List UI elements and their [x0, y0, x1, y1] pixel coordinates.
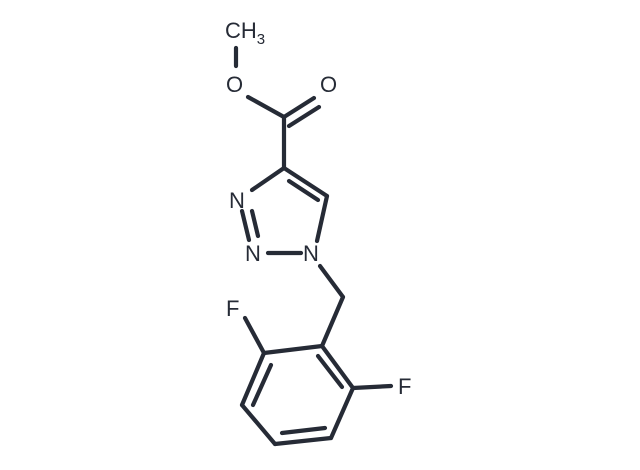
bond-n3-c4 [249, 165, 287, 193]
bond-c5-n1 [314, 193, 330, 244]
bond-n2-n3-b [249, 208, 261, 239]
bond-bz-c6-c1 [319, 343, 356, 391]
fluorine-right-label: F [398, 374, 411, 399]
ring-n3-label: N [229, 188, 245, 213]
bond-bz-c3-c4 [239, 402, 278, 447]
ester-oxygen-label: O [226, 72, 243, 97]
carbonyl-oxygen-label: O [320, 72, 337, 97]
bond-c2-f [242, 315, 267, 356]
bond-c4-c5 [281, 165, 330, 199]
bond-n1-ch2 [317, 263, 346, 300]
bond-ch2-ring [319, 294, 346, 349]
bond-bz-c4-c5 [272, 435, 334, 447]
atom-labels: CH3 O O N N N F F [225, 18, 411, 399]
bond-bz-c2-c3 [239, 350, 267, 408]
fluorine-left-label: F [226, 296, 239, 321]
bond-bz-c1-c2 [261, 343, 325, 356]
bond-c4-c5-inner [286, 178, 321, 203]
methyl-label: CH3 [225, 18, 265, 48]
bond-carbonyl-double-a [281, 95, 317, 120]
bond-c6-f [350, 383, 394, 391]
bond-bz-c4-c5-inner [279, 425, 328, 436]
bond-bz-c5-c6 [328, 385, 356, 441]
ring-n1-label: N [303, 241, 319, 266]
bond-o-carbonyl [245, 94, 287, 120]
bonds [233, 45, 394, 447]
ring-n2-label: N [245, 241, 261, 266]
bond-carbonyl-double-b [286, 104, 322, 129]
bond-bz-c6-c1-inner [315, 353, 345, 390]
bond-bz-c2-c3-inner [250, 362, 274, 408]
bond-n2-n3-a [239, 208, 252, 243]
